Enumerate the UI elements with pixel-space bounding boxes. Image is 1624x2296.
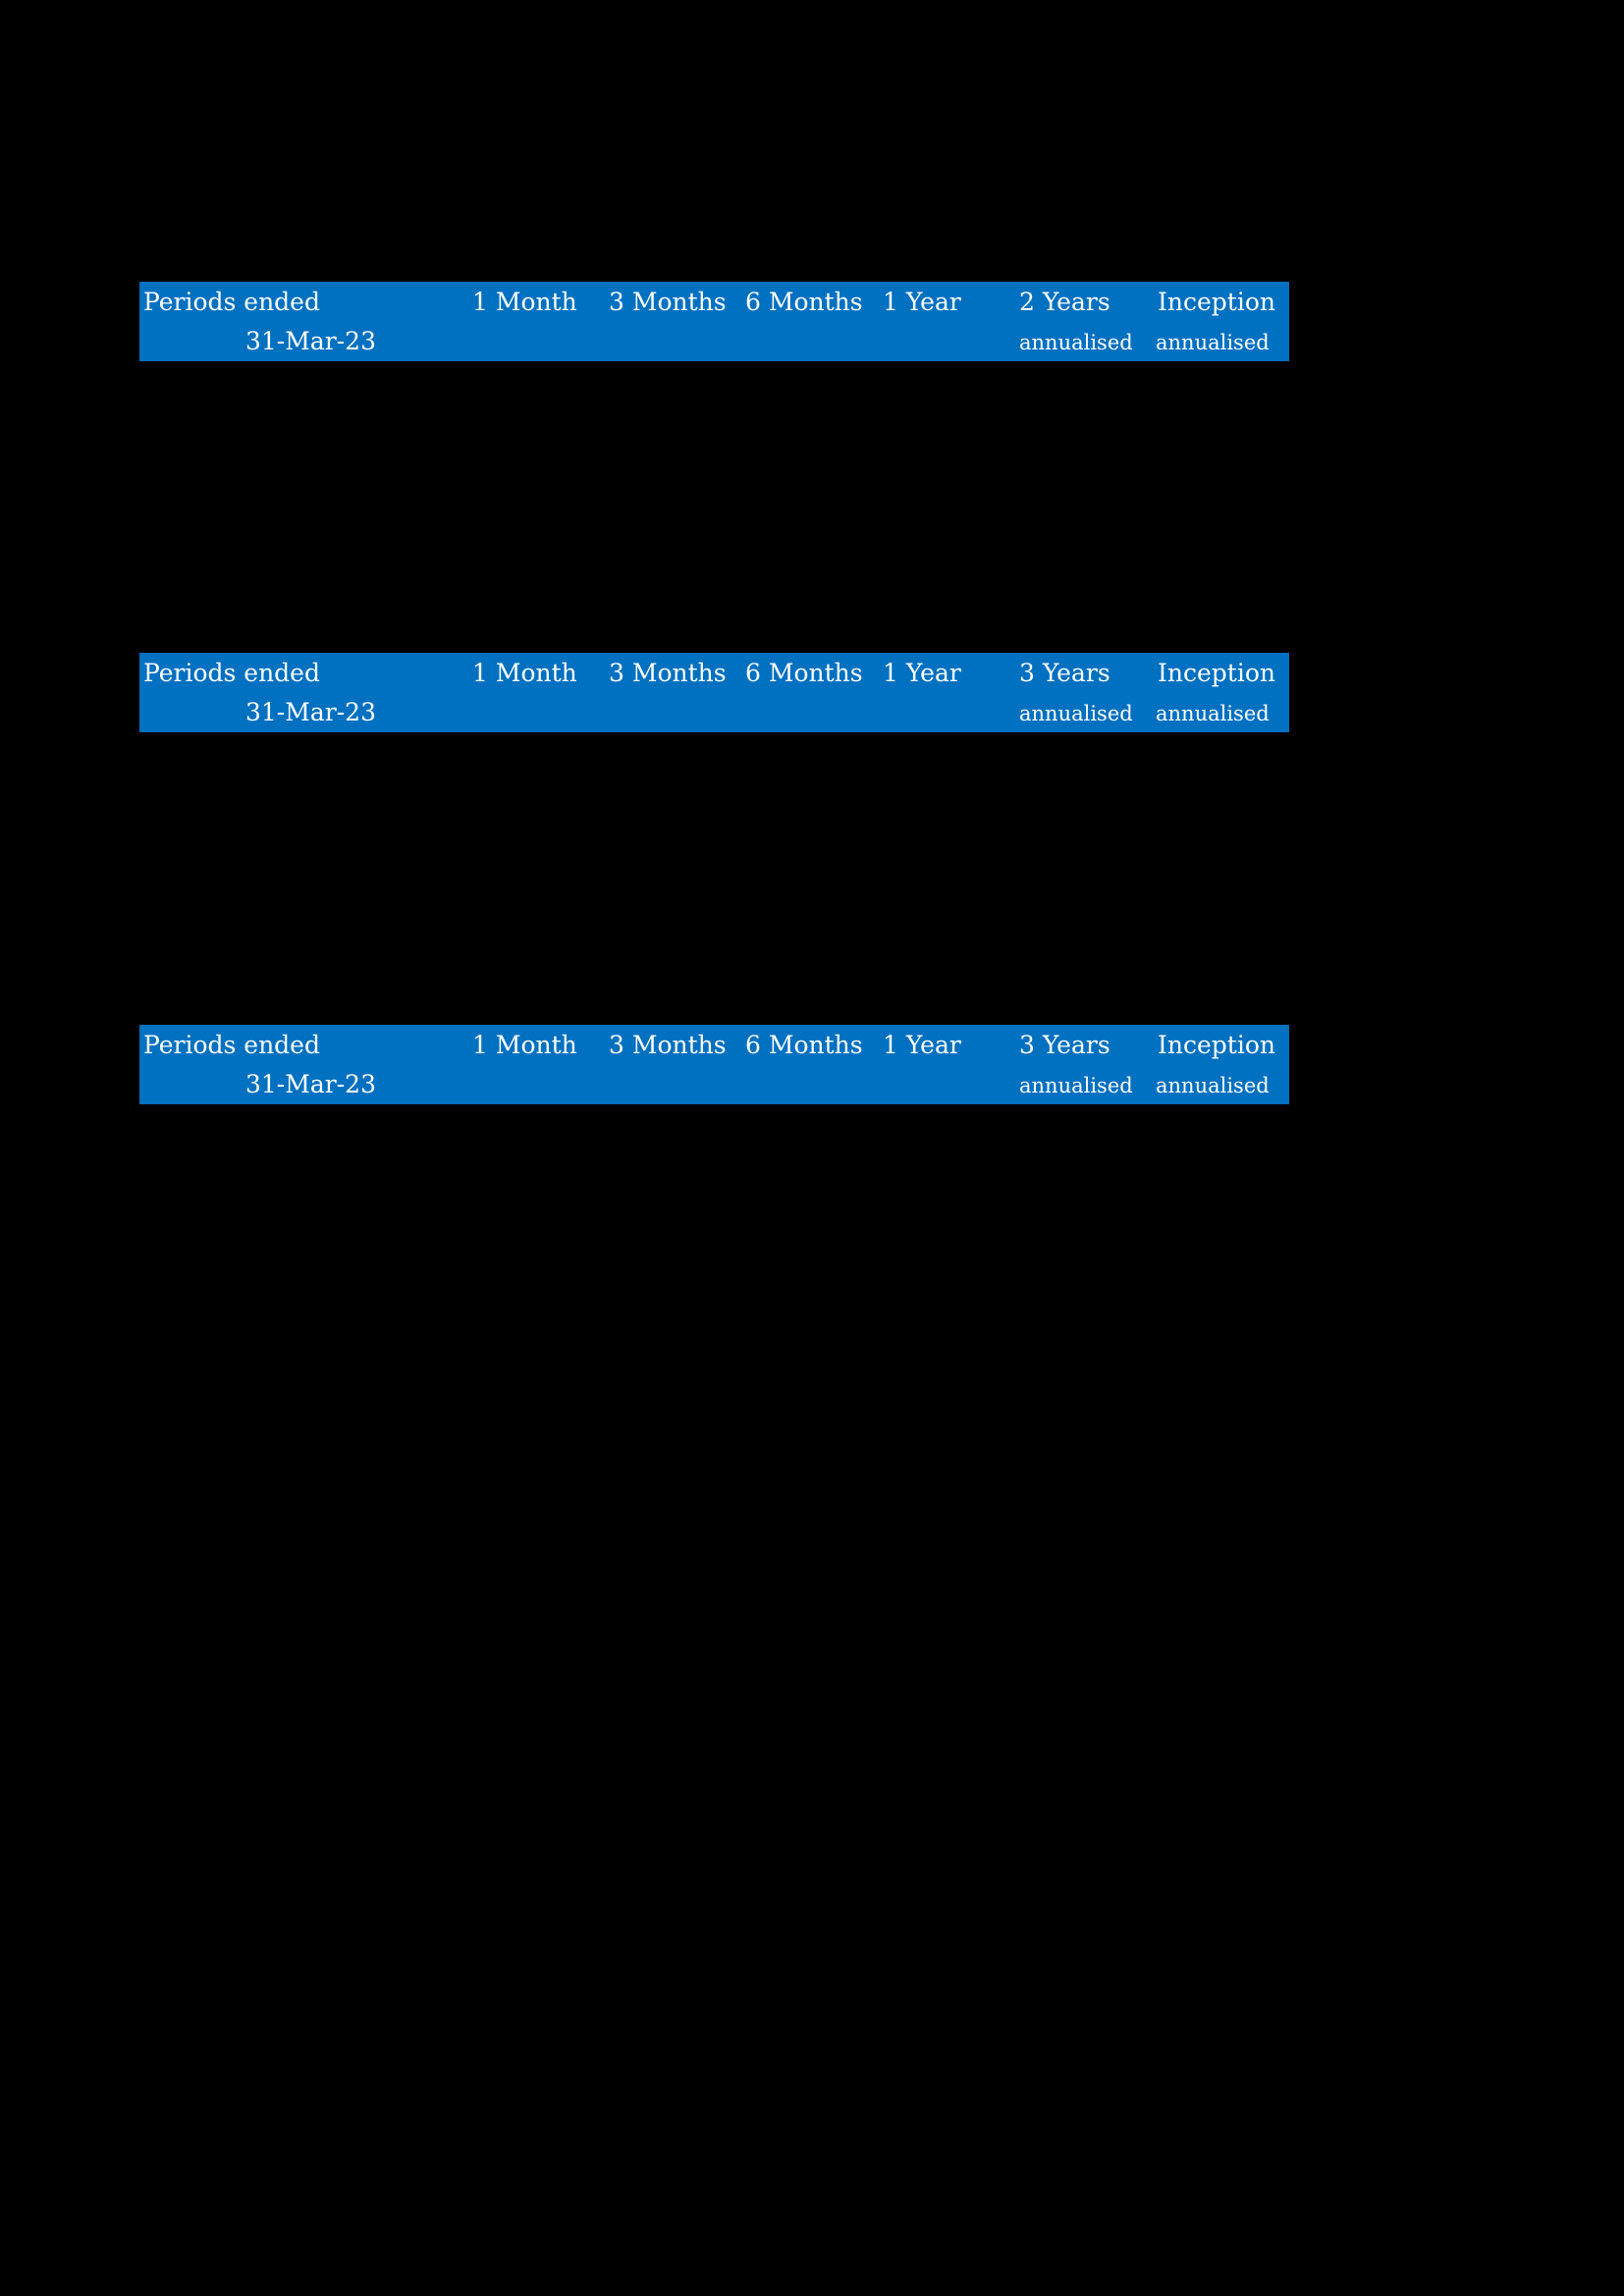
column-1-year: 1 Year xyxy=(883,1031,961,1059)
period-end-date: 31-Mar-23 xyxy=(245,698,376,726)
column-inception: Inception xyxy=(1158,288,1275,316)
periods-ended-label: Periods ended xyxy=(143,659,320,687)
period-end-date: 31-Mar-23 xyxy=(245,327,376,355)
column-1-year: 1 Year xyxy=(883,659,961,687)
annualised-sublabel: annualised xyxy=(1019,1074,1133,1097)
annualised-sublabel: annualised xyxy=(1156,1074,1270,1097)
column-6-months: 6 Months xyxy=(745,1031,863,1059)
annualised-sublabel: annualised xyxy=(1019,331,1133,354)
column-3-months: 3 Months xyxy=(609,659,727,687)
performance-table-3-header: Periods ended 31-Mar-23 1 Month 3 Months… xyxy=(139,1025,1289,1104)
annualised-sublabel: annualised xyxy=(1019,702,1133,725)
column-3-years: 3 Years xyxy=(1019,1031,1110,1059)
periods-ended-label: Periods ended xyxy=(143,288,320,316)
column-1-month: 1 Month xyxy=(472,288,577,316)
column-6-months: 6 Months xyxy=(745,288,863,316)
column-1-month: 1 Month xyxy=(472,1031,577,1059)
performance-table-1-header: Periods ended 31-Mar-23 1 Month 3 Months… xyxy=(139,282,1289,361)
annualised-sublabel: annualised xyxy=(1156,702,1270,725)
annualised-sublabel: annualised xyxy=(1156,331,1270,354)
column-6-months: 6 Months xyxy=(745,659,863,687)
column-1-month: 1 Month xyxy=(472,659,577,687)
column-3-months: 3 Months xyxy=(609,288,727,316)
column-1-year: 1 Year xyxy=(883,288,961,316)
column-inception: Inception xyxy=(1158,659,1275,687)
column-2-years: 2 Years xyxy=(1019,288,1110,316)
periods-ended-label: Periods ended xyxy=(143,1031,320,1059)
column-3-months: 3 Months xyxy=(609,1031,727,1059)
column-inception: Inception xyxy=(1158,1031,1275,1059)
column-3-years: 3 Years xyxy=(1019,659,1110,687)
performance-table-2-header: Periods ended 31-Mar-23 1 Month 3 Months… xyxy=(139,653,1289,732)
period-end-date: 31-Mar-23 xyxy=(245,1070,376,1098)
